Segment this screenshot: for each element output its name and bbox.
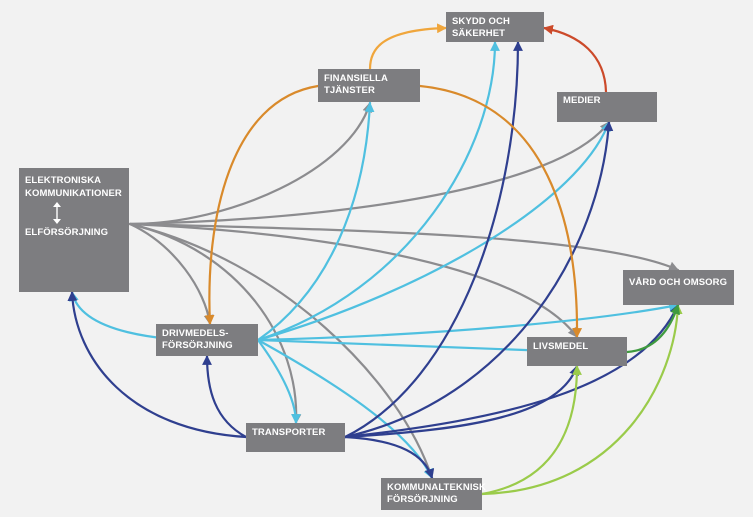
node-label-line: DRIVMEDELS- [162,328,229,339]
node-drivmedelsforsorjning: DRIVMEDELS- FÖRSÖRJNING [156,324,258,356]
node-label-line: TJÄNSTER [324,85,375,96]
edge-finansiella-to-livsmedel [418,84,583,339]
edge-medier-to-skydd [542,24,608,94]
edge-kommunalteknisk-to-livsmedel [480,364,582,496]
node-kommunalteknisk-forsorjning: KOMMUNALTEKNISK FÖRSÖRJNING [381,478,486,510]
edge-transporter-to-livsmedel [343,364,579,439]
node-label-line: MEDIER [563,95,601,106]
node-livsmedel: LIVSMEDEL [527,337,627,366]
edge-elkom-to-transporter [128,222,302,425]
edge-finansiella-to-drivmedel [204,84,320,326]
edge-drivmedel-to-vard [256,301,680,342]
edge-drivmedel-to-kommunalteknisk [256,338,434,480]
edge-finansiella-to-skydd [368,23,448,71]
edge-elkom-to-livsmedel [128,222,579,339]
edge-elkom-to-medier [128,120,611,226]
node-label-line: FÖRSÖRJNING [162,340,233,351]
edge-elkom-to-kommunalteknisk [128,222,434,480]
node-label-line: TRANSPORTER [252,427,326,438]
edge-elkom-to-drivmedel [128,222,214,326]
node-label-line: SKYDD OCH [452,16,510,27]
node-label-line: SÄKERHET [452,28,506,39]
edge-livsmedel-to-vard [625,303,680,354]
node-label-line: FINANSIELLA [324,73,388,84]
edge-drivmedel-to-transporter [256,338,301,425]
edge-transporter-to-drivmedel [202,354,248,439]
edge-elkom-to-vard [128,222,680,272]
bidirectional-arrow-icon [53,202,61,224]
edge-transporter-to-vard [343,303,680,439]
node-finansiella-tjanster: FINANSIELLA TJÄNSTER [318,69,420,102]
node-elektroniska-kommunikationer-elforsorjning: ELEKTRONISKA KOMMUNIKATIONER ELFÖRSÖRJNI… [19,168,129,292]
node-transporter: TRANSPORTER [246,423,345,452]
edge-drivmedel-to-finansiella [256,101,375,342]
edge-drivmedel-to-medier [256,120,611,342]
node-label-line: KOMMUNALTEKNISK [387,482,486,493]
edge-transporter-to-medier [343,120,614,439]
node-label-line: VÅRD OCH OMSORG [629,277,728,288]
node-label-line: FÖRSÖRJNING [387,494,458,505]
node-label-line: KOMMUNIKATIONER [25,188,122,199]
edge-transporter-to-elkom [67,290,248,439]
edge-kommunalteknisk-to-vard [480,303,683,496]
edge-elkom-to-finansiella [128,101,373,226]
node-medier: MEDIER [557,92,657,122]
edges-layer [67,23,683,496]
node-label-line: ELEKTRONISKA [25,175,102,186]
edge-transporter-to-skydd [343,40,523,439]
node-skydd-och-sakerhet: SKYDD OCH SÄKERHET [446,12,544,42]
node-label-line: LIVSMEDEL [533,341,589,352]
edge-transporter-to-kommunalteknisk [343,435,435,480]
node-vard-och-omsorg: VÅRD OCH OMSORG [623,270,734,305]
node-label-line: ELFÖRSÖRJNING [25,227,109,238]
edge-drivmedel-to-skydd [256,40,500,342]
